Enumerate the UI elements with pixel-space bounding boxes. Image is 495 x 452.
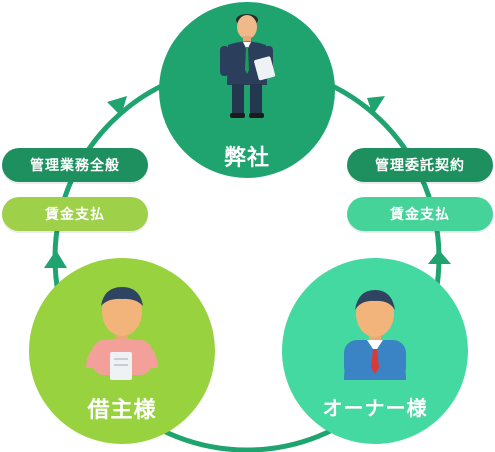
company-label: 弊社	[223, 146, 270, 171]
owner-label: オーナー様	[322, 396, 428, 420]
businessman-icon	[220, 14, 276, 118]
arrow-left-lower	[44, 250, 67, 268]
arrow-right-upper	[367, 96, 385, 115]
management-service-badge: 管理業務全般	[2, 148, 148, 182]
arrow-right-lower	[428, 250, 451, 264]
company-node	[159, 2, 335, 178]
tenant-label: 借主様	[87, 398, 157, 423]
arrow-left-upper	[107, 96, 127, 116]
tenant-person-icon	[86, 287, 158, 380]
management-contract-badge: 管理委託契約	[347, 148, 493, 182]
owner-person-icon	[344, 290, 406, 380]
left-payment-badge: 賃金支払	[2, 197, 148, 231]
right-payment-badge: 賃金支払	[347, 197, 493, 231]
